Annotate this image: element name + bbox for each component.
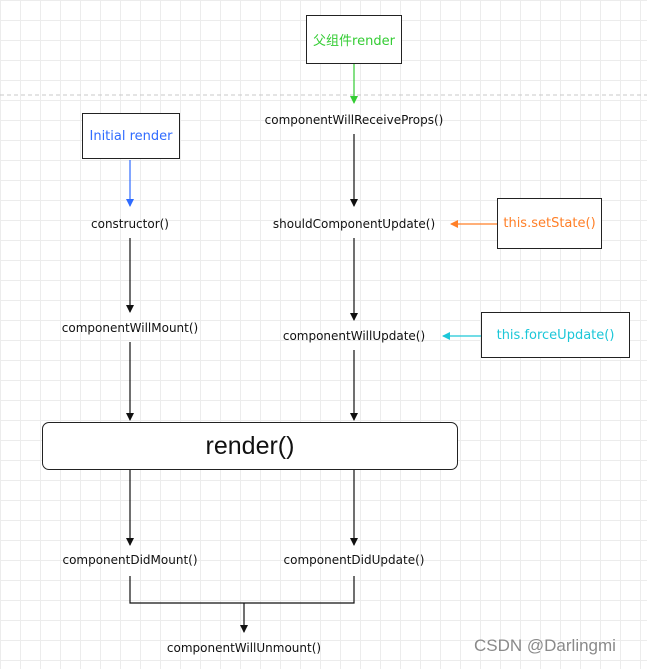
- render-label: render(): [205, 431, 295, 460]
- parent-render-label: 父组件render: [313, 34, 395, 49]
- initial-render-box: Initial render: [82, 113, 180, 159]
- render-box: render(): [42, 422, 458, 470]
- will-unmount-label: componentWillUnmount(): [166, 641, 322, 655]
- did-mount-label: componentDidMount(): [62, 553, 198, 567]
- connector-to-will-unmount: [129, 576, 355, 604]
- will-receive-props-label: componentWillReceiveProps(): [264, 113, 444, 127]
- force-update-box: this.forceUpdate(): [481, 312, 630, 358]
- parent-render-box: 父组件render: [306, 15, 402, 64]
- set-state-label: this.setState(): [503, 216, 596, 231]
- did-update-label: componentDidUpdate(): [283, 553, 425, 567]
- force-update-label: this.forceUpdate(): [496, 327, 615, 343]
- set-state-box: this.setState(): [497, 198, 602, 249]
- watermark: CSDN @Darlingmi: [474, 636, 616, 655]
- should-update-label: shouldComponentUpdate(): [272, 217, 436, 231]
- initial-render-label: Initial render: [89, 128, 173, 144]
- will-update-label: componentWillUpdate(): [282, 329, 426, 343]
- will-mount-label: componentWillMount(): [61, 321, 199, 335]
- constructor-label: constructor(): [91, 217, 169, 231]
